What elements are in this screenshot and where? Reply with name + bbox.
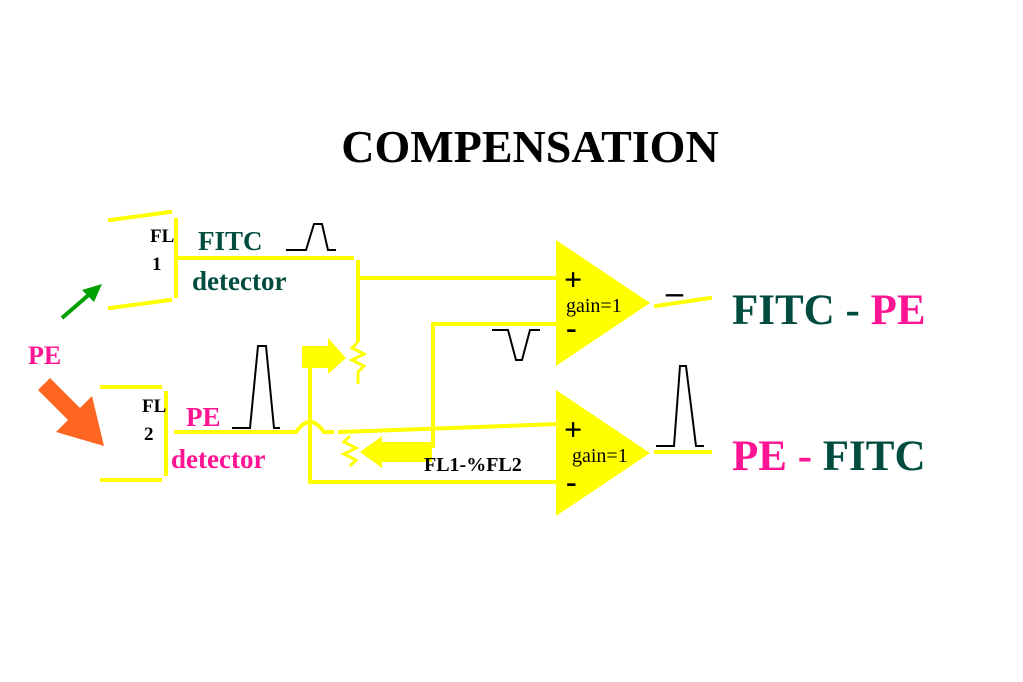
mixer-label: FL1-%FL2 xyxy=(424,454,522,476)
top-amp-minus: - xyxy=(566,309,577,345)
fl1-pulse-icon xyxy=(286,223,336,251)
mixer-to-amp-bottom-plus xyxy=(337,421,563,435)
bottom-pot-zigzag xyxy=(340,434,360,468)
wiring xyxy=(100,209,713,484)
green-arrow-shaft xyxy=(60,290,94,320)
potentiometer-icon xyxy=(302,338,368,384)
fl2-channel-label-line2: 2 xyxy=(144,424,154,445)
fl1-bracket-bottom xyxy=(107,297,173,311)
top-amp-plus: + xyxy=(564,261,582,297)
top-output-right: PE xyxy=(871,287,926,334)
bottom-output-right: FITC xyxy=(823,433,926,480)
top-amp-gain: gain=1 xyxy=(566,295,622,317)
fl2-dye-label: PE xyxy=(186,402,221,432)
top-output-op: - xyxy=(835,287,871,334)
potentiometer-icon xyxy=(340,434,432,468)
bottom-output-left: PE xyxy=(732,433,787,480)
mixer-inverted-pulse-icon xyxy=(492,329,540,361)
green-arrow-head xyxy=(82,284,102,302)
top-amp-output-line xyxy=(653,295,713,309)
fl1-channel-label-line2: 1 xyxy=(152,254,162,275)
bottom-output-pulse-icon xyxy=(656,365,704,447)
bottom-amp-gain: gain=1 xyxy=(572,445,628,467)
bottom-output-equation: PE - FITC xyxy=(732,433,926,480)
fl2-pulse-icon xyxy=(232,345,280,429)
fl1-channel-label-line1: FL xyxy=(150,226,174,247)
fl1-bracket-top xyxy=(107,209,173,223)
fl1-dye-label: FITC xyxy=(198,226,263,256)
excitation-label: PE xyxy=(28,341,61,370)
top-output-equation: FITC - PE xyxy=(732,287,926,334)
slide-title: COMPENSATION xyxy=(341,121,718,172)
top-output-sign: _ xyxy=(665,263,684,300)
bottom-amp-plus: + xyxy=(564,411,582,447)
fl2-detector-label: detector xyxy=(171,444,265,474)
top-pot-zigzag xyxy=(348,340,368,384)
bottom-output-op: - xyxy=(787,433,823,480)
top-amplifier-triangle-icon xyxy=(556,240,650,366)
orange-arrow-shape xyxy=(30,378,104,446)
top-pot-arrow xyxy=(302,338,346,374)
fl2-channel-label-line1: FL xyxy=(142,396,166,417)
green-arrow-icon xyxy=(60,284,102,320)
top-output-left: FITC xyxy=(732,287,835,334)
bottom-pot-arrow xyxy=(360,436,432,468)
bottom-amp-minus: - xyxy=(566,463,577,499)
fl1-detector-label: detector xyxy=(192,266,286,296)
bottom-amplifier-triangle-icon xyxy=(556,390,650,516)
orange-arrow-icon xyxy=(30,378,104,446)
